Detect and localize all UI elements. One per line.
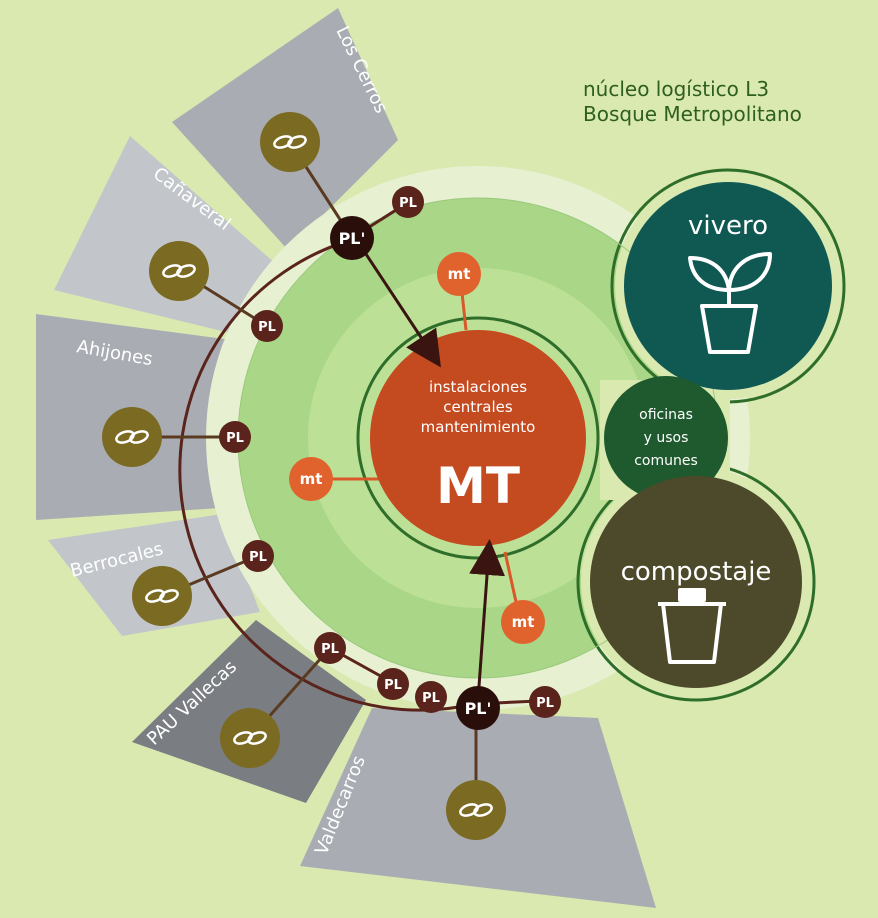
ring-node-pl: PL	[251, 310, 283, 342]
ring-node-pl: PL	[242, 540, 274, 572]
seed-icon	[145, 589, 179, 603]
ring-node-circle	[219, 421, 251, 453]
sector-node-valdecarros	[446, 780, 506, 840]
ring-node-circle	[392, 186, 424, 218]
seed-icon	[273, 135, 307, 149]
seed-icon	[162, 264, 196, 278]
ring-node-pl-label: PL	[536, 696, 554, 711]
sector-fan	[36, 8, 656, 908]
seed-icon	[115, 430, 149, 444]
mt-satellite-left-label: mt	[300, 470, 323, 488]
compostaje-node: compostaje	[590, 476, 802, 688]
ring-node-pl-prime: PL'	[456, 686, 500, 730]
oficinas-node: oficinas y usos comunes	[604, 376, 728, 500]
vivero-node: vivero	[624, 182, 832, 390]
ring-node-pl-label: PL	[321, 642, 339, 657]
ring-node-pl: PL	[529, 686, 561, 718]
sector-node-berrocales	[132, 566, 192, 626]
ring-node-pl-label: PL	[226, 431, 244, 446]
sector-nodes	[102, 112, 506, 840]
ring-node-pl: PL	[377, 668, 409, 700]
ring-node-pl: PL	[415, 681, 447, 713]
seed-icon	[233, 731, 267, 745]
oficinas-line-3: comunes	[634, 453, 698, 469]
compostaje-label: compostaje	[621, 557, 772, 587]
ring-node-pl-prime: PL'	[330, 216, 374, 260]
ring-node-pl: PL	[392, 186, 424, 218]
arrow-bottom-pl-prime-to-mt	[469, 539, 506, 701]
sector-node-canaveral	[149, 241, 209, 301]
mt-line-3: mantenimiento	[421, 418, 536, 436]
oficinas-line-1: oficinas	[639, 407, 693, 423]
oficinas-line-2: y usos	[644, 430, 689, 446]
ring-node-pl-label: PL	[399, 196, 417, 211]
mt-central-circle	[370, 330, 586, 546]
ring-node-pl-label: PL	[422, 691, 440, 706]
vivero-label: vivero	[688, 211, 768, 241]
trash-bin-icon	[658, 588, 726, 664]
plant-icon	[688, 252, 772, 354]
ring-node-pl-label: PL	[258, 320, 276, 335]
sector-node-los-cerros	[260, 112, 320, 172]
title-line-1: núcleo logístico L3	[583, 77, 769, 101]
ring-node-pl: PL	[314, 632, 346, 664]
mt-satellite-top: mt	[437, 252, 481, 296]
sector-node-pau-vallecas	[220, 708, 280, 768]
ring-node-circle	[377, 668, 409, 700]
ring-node-circle	[251, 310, 283, 342]
mt-abbreviation: MT	[436, 457, 520, 515]
ring-nodes: PL PL' PL PL PL PL PL PL PL' PL	[219, 186, 561, 730]
mt-line-1: instalaciones	[429, 378, 527, 396]
ring-node-pl-label: PL	[249, 550, 267, 565]
sector-canaveral	[54, 136, 276, 334]
ring-node-circle	[330, 216, 374, 260]
mt-satellite-left: mt	[289, 457, 333, 501]
title-line-2: Bosque Metropolitano	[583, 102, 802, 126]
ring-node-pl-label: PL	[384, 678, 402, 693]
mt-line-2: centrales	[443, 398, 513, 416]
ring-node-circle	[456, 686, 500, 730]
arrow-top-pl-prime-to-mt	[356, 241, 441, 368]
ring-node-pl-prime-label: PL'	[339, 229, 366, 248]
mt-satellite-bottom: mt	[501, 600, 545, 644]
ring-node-circle	[529, 686, 561, 718]
distribution-ring	[178, 234, 561, 712]
sector-node-ahijones	[102, 407, 162, 467]
seed-icon	[459, 803, 493, 817]
ring-node-circle	[415, 681, 447, 713]
mt-satellite-top-label: mt	[448, 265, 471, 283]
ring-node-pl: PL	[219, 421, 251, 453]
ring-node-pl-prime-label: PL'	[465, 699, 492, 718]
ring-node-circle	[242, 540, 274, 572]
ring-node-circle	[314, 632, 346, 664]
mt-satellite-bottom-label: mt	[512, 613, 535, 631]
